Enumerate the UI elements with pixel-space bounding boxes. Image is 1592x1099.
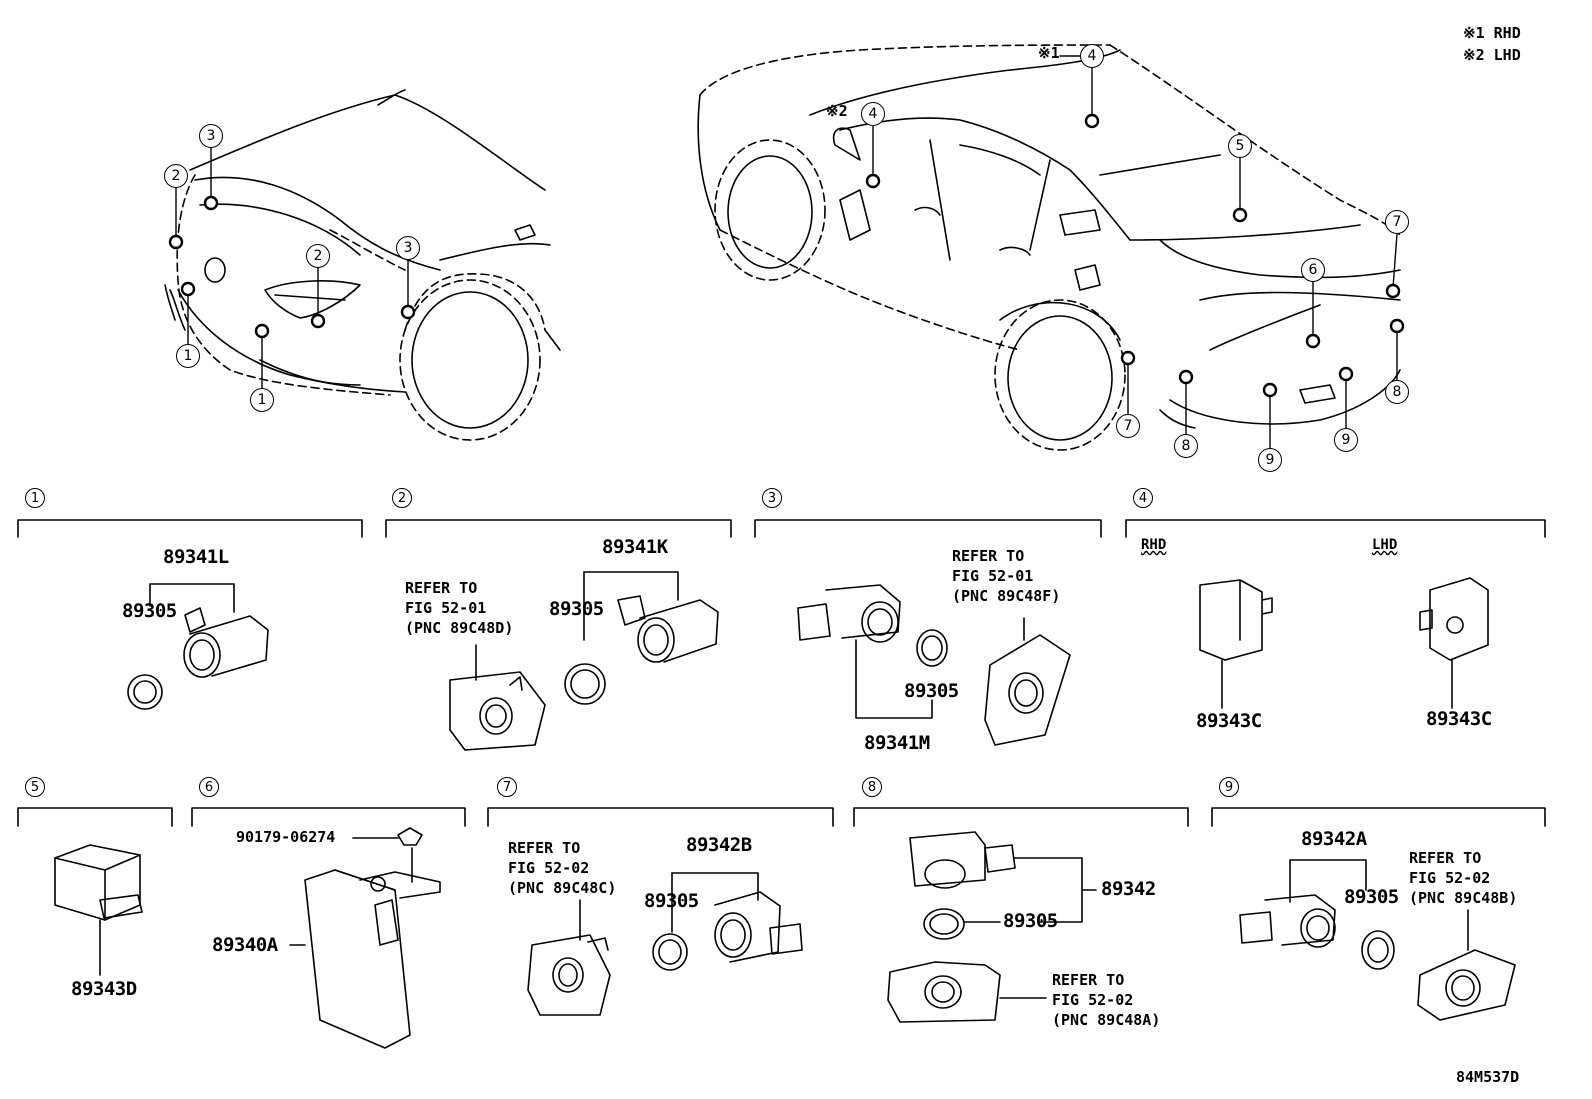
- s1-parts: [127, 583, 269, 710]
- part-89342A[interactable]: 89342A: [1301, 828, 1367, 850]
- diagram-code: 84M537D: [1456, 1068, 1520, 1086]
- callout-rear-9b[interactable]: 9: [1334, 428, 1358, 452]
- part-89305-s8[interactable]: 89305: [1003, 910, 1058, 932]
- part-89341K[interactable]: 89341K: [602, 536, 668, 558]
- s3-parts: [797, 584, 1071, 746]
- section-3-number[interactable]: 3: [762, 488, 782, 508]
- callout-front-2a[interactable]: 2: [164, 164, 188, 188]
- note-lhd: ※2 LHD: [1463, 46, 1521, 64]
- s6-parts: [289, 827, 441, 1049]
- front-car-illustration: [164, 89, 561, 441]
- rear-callout-lines: [872, 55, 1398, 449]
- marker-2: ※2: [826, 102, 848, 120]
- section-5-number[interactable]: 5: [25, 777, 45, 797]
- part-89341M[interactable]: 89341M: [864, 732, 930, 754]
- part-89340A[interactable]: 89340A: [212, 934, 278, 956]
- part-89341L[interactable]: 89341L: [163, 546, 229, 568]
- label-rhd: RHD: [1141, 537, 1167, 553]
- callout-front-1b[interactable]: 1: [250, 388, 274, 412]
- callout-rear-8b[interactable]: 8: [1385, 380, 1409, 404]
- s8-parts: [887, 831, 1097, 1023]
- section-4-number[interactable]: 4: [1133, 488, 1153, 508]
- part-89342B[interactable]: 89342B: [686, 834, 752, 856]
- callout-front-3b[interactable]: 3: [396, 236, 420, 260]
- callout-front-2b[interactable]: 2: [306, 244, 330, 268]
- part-89342[interactable]: 89342: [1101, 878, 1156, 900]
- part-89343D[interactable]: 89343D: [71, 978, 137, 1000]
- sensor-markers: [168, 113, 1405, 398]
- s5-parts: [54, 844, 143, 976]
- s7-parts: [527, 872, 803, 1016]
- section-2-number[interactable]: 2: [392, 488, 412, 508]
- section-9-number[interactable]: 9: [1219, 777, 1239, 797]
- refer-fig-s7[interactable]: REFER TO FIG 52-02 (PNC 89C48C): [508, 839, 617, 897]
- part-89343C-lhd[interactable]: 89343C: [1426, 708, 1492, 730]
- callout-front-3a[interactable]: 3: [199, 124, 223, 148]
- part-89305-s2[interactable]: 89305: [549, 598, 604, 620]
- section-1-number[interactable]: 1: [25, 488, 45, 508]
- s9-parts: [1239, 859, 1516, 1021]
- s4-parts: [1199, 577, 1489, 709]
- callout-rear-7b[interactable]: 7: [1116, 414, 1140, 438]
- refer-fig-s3[interactable]: REFER TO FIG 52-01 (PNC 89C48F): [952, 547, 1061, 605]
- refer-fig-s9[interactable]: REFER TO FIG 52-02 (PNC 89C48B): [1409, 849, 1518, 907]
- part-90179-06274[interactable]: 90179-06274: [236, 828, 336, 846]
- part-89305-s3[interactable]: 89305: [904, 680, 959, 702]
- callout-front-1a[interactable]: 1: [176, 344, 200, 368]
- front-callout-lines: [175, 147, 409, 389]
- label-lhd: LHD: [1372, 537, 1398, 553]
- section-8-number[interactable]: 8: [862, 777, 882, 797]
- callout-rear-4b[interactable]: 4: [861, 102, 885, 126]
- callout-rear-7a[interactable]: 7: [1385, 210, 1409, 234]
- callout-rear-6[interactable]: 6: [1301, 258, 1325, 282]
- rear-car-illustration: [697, 44, 1401, 451]
- callout-rear-5[interactable]: 5: [1228, 134, 1252, 158]
- refer-fig-s2[interactable]: REFER TO FIG 52-01 (PNC 89C48D): [405, 579, 514, 637]
- callout-rear-9a[interactable]: 9: [1258, 448, 1282, 472]
- section-brackets: [17, 519, 1546, 827]
- part-89305-s7[interactable]: 89305: [644, 890, 699, 912]
- marker-1: ※1: [1038, 44, 1060, 62]
- section-6-number[interactable]: 6: [199, 777, 219, 797]
- part-89305-s1[interactable]: 89305: [122, 600, 177, 622]
- callout-rear-8a[interactable]: 8: [1174, 434, 1198, 458]
- s2-parts: [449, 571, 719, 751]
- note-rhd: ※1 RHD: [1463, 24, 1521, 42]
- section-7-number[interactable]: 7: [497, 777, 517, 797]
- callout-rear-4a[interactable]: 4: [1080, 44, 1104, 68]
- part-89305-s9[interactable]: 89305: [1344, 886, 1399, 908]
- part-89343C-rhd[interactable]: 89343C: [1196, 710, 1262, 732]
- refer-fig-s8[interactable]: REFER TO FIG 52-02 (PNC 89C48A): [1052, 971, 1161, 1029]
